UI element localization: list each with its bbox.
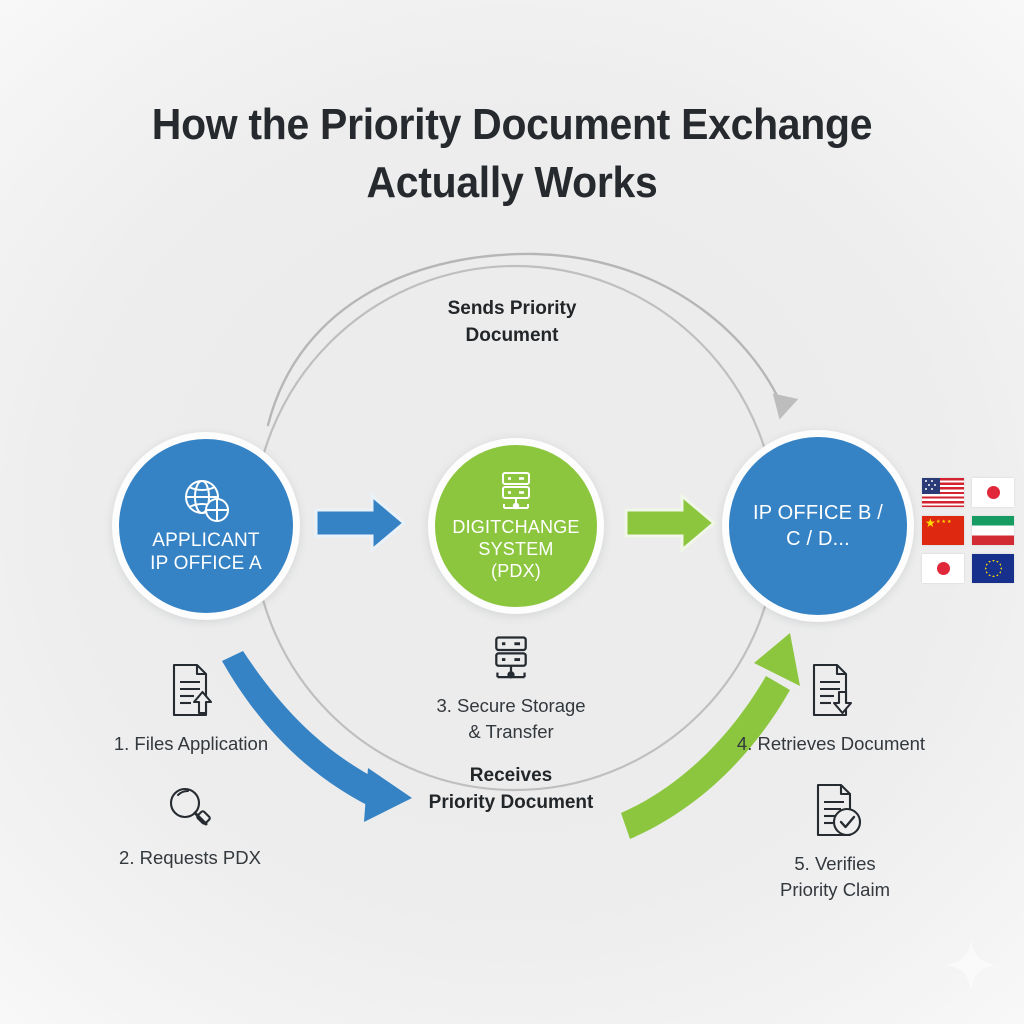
server-rack-icon [493,470,539,514]
node-applicant-ip-office-a[interactable]: APPLICANT IP OFFICE A [112,432,300,620]
node-c-label-line-1: IP OFFICE B / [752,502,884,524]
page-title: How the Priority Document Exchange Actua… [36,96,988,212]
step-verifies-priority-claim: 5. Verifies Priority Claim [730,780,940,903]
node-ip-office-b-c-d[interactable]: IP OFFICE B / C / D... [722,430,914,622]
server-rack-icon [408,634,614,684]
node-a-label: APPLICANT IP OFFICE A [144,529,268,575]
step-3-label: 3. Secure Storage & Transfer [436,695,586,742]
node-c-label: IP OFFICE B / C / D... [747,500,889,552]
node-digital-exchange-system-pdx[interactable]: DIGITCHANGE SYSTEM (PDX) [428,438,604,614]
flag-japan [922,554,964,583]
step-secure-storage-transfer: 3. Secure Storage & Transfer [408,634,614,745]
flag-japan [972,478,1014,507]
document-download-icon [716,660,946,722]
magnifier-icon [95,780,285,836]
node-a-label-line-2: IP OFFICE A [150,553,262,574]
flag-european-union [972,554,1014,583]
step-files-application: 1. Files Application [85,660,297,757]
title-line-1: How the Priority Document Exchange [151,100,873,149]
step-2-label: 2. Requests PDX [119,847,261,868]
arrow-a-to-b [314,492,407,554]
caption-sends-priority-document: Sends Priority Document [398,295,626,349]
step-4-label: 4. Retrieves Document [736,733,926,754]
flag-italy [972,516,1014,545]
document-upload-icon [85,660,297,722]
step-requests-pdx: 2. Requests PDX [95,780,285,871]
node-b-label-line-2: SYSTEM [478,539,554,559]
caption-sends-line-1: Sends Priority [447,298,577,319]
document-check-icon [730,780,940,842]
step-1-label: 1. Files Application [113,733,269,754]
caption-receives-priority-document: Receives Priority Document [388,762,634,816]
caption-receives-line-1: Receives [469,765,553,786]
node-c-label-line-2: C / D... [786,528,850,550]
sparkle-decoration [946,940,996,990]
title-line-2: Actually Works [366,158,658,207]
step-retrieves-document: 4. Retrieves Document [716,660,946,757]
globe-network-icon [179,477,233,527]
node-a-label-line-1: APPLICANT [152,530,260,551]
arrow-b-to-c [624,492,717,554]
step-5-label: 5. Verifies Priority Claim [780,853,890,900]
caption-sends-line-2: Document [465,325,559,346]
node-b-label-line-3: (PDX) [491,561,541,581]
flag-china [922,516,964,545]
node-b-label: DIGITCHANGE SYSTEM (PDX) [446,516,585,582]
member-office-flags [922,478,1018,583]
node-b-label-line-1: DIGITCHANGE [452,517,580,537]
caption-receives-line-2: Priority Document [428,792,594,813]
flag-united-states [922,478,964,507]
